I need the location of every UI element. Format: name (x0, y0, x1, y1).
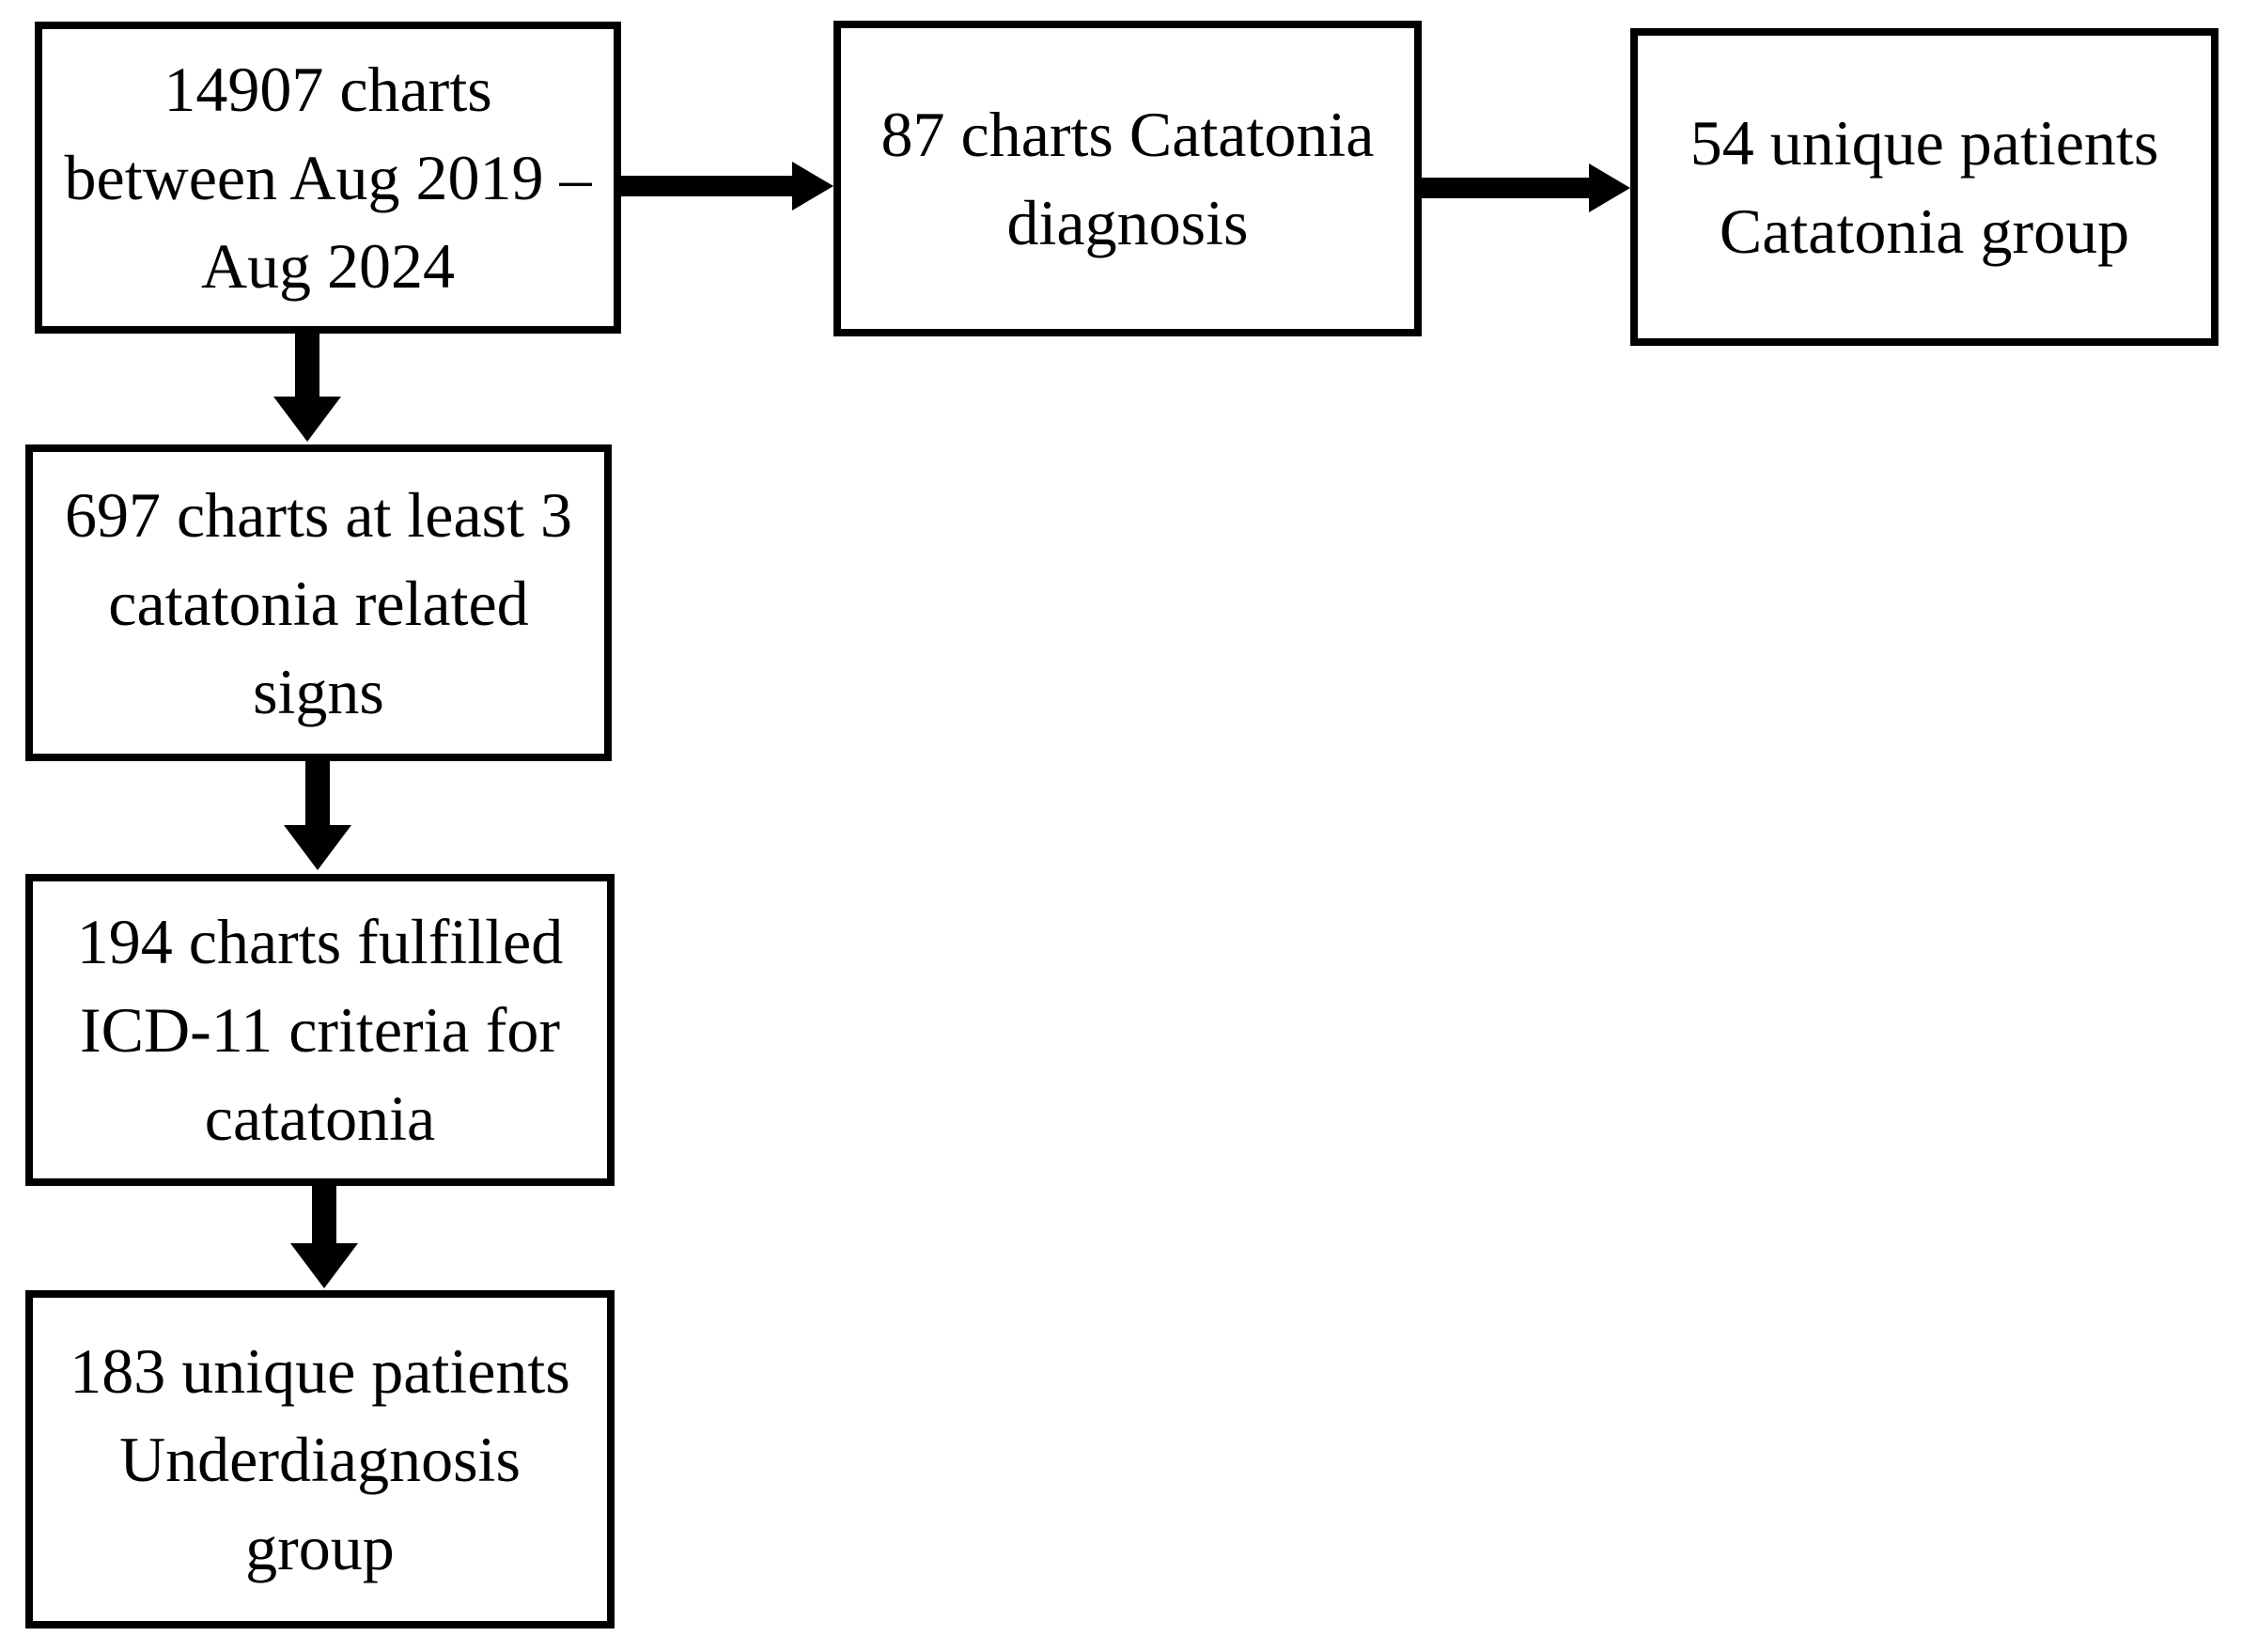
box-14907-charts-total: 14907 charts between Aug 2019 – Aug 2024 (35, 22, 621, 334)
box-54-patients-catatonia-group-label: 54 unique patients Catatonia group (1689, 107, 2159, 267)
box-14907-charts-total-label: 14907 charts between Aug 2019 – Aug 2024 (64, 54, 592, 302)
right-arrow-head-icon (792, 162, 833, 210)
box-54-patients-catatonia-group: 54 unique patients Catatonia group (1630, 28, 2219, 346)
box-194-charts-icd11-criteria-label: 194 charts fulfilled ICD-11 criteria for… (76, 906, 564, 1154)
box-697-charts-catatonia-signs-label: 697 charts at least 3 catatonia related … (64, 478, 573, 727)
box-183-patients-underdiagnosis-group: 183 unique patients Underdiagnosis group (25, 1290, 615, 1629)
down-arrow-shaft (305, 761, 330, 826)
down-arrow-head-icon (284, 825, 351, 870)
box-183-patients-underdiagnosis-group-label: 183 unique patients Underdiagnosis group (70, 1335, 570, 1583)
box-194-charts-icd11-criteria: 194 charts fulfilled ICD-11 criteria for… (25, 874, 615, 1186)
down-arrow-head-icon (273, 397, 341, 442)
box-697-charts-catatonia-signs: 697 charts at least 3 catatonia related … (25, 444, 612, 761)
right-arrow-shaft (620, 176, 793, 196)
right-arrow-shaft (1421, 178, 1590, 198)
right-arrow-head-icon (1589, 164, 1630, 212)
down-arrow-shaft (295, 334, 319, 397)
down-arrow-shaft (312, 1186, 336, 1244)
box-87-charts-catatonia-diagnosis: 87 charts Catatonia diagnosis (833, 21, 1422, 336)
down-arrow-head-icon (290, 1243, 358, 1288)
box-87-charts-catatonia-diagnosis-label: 87 charts Catatonia diagnosis (880, 99, 1375, 258)
